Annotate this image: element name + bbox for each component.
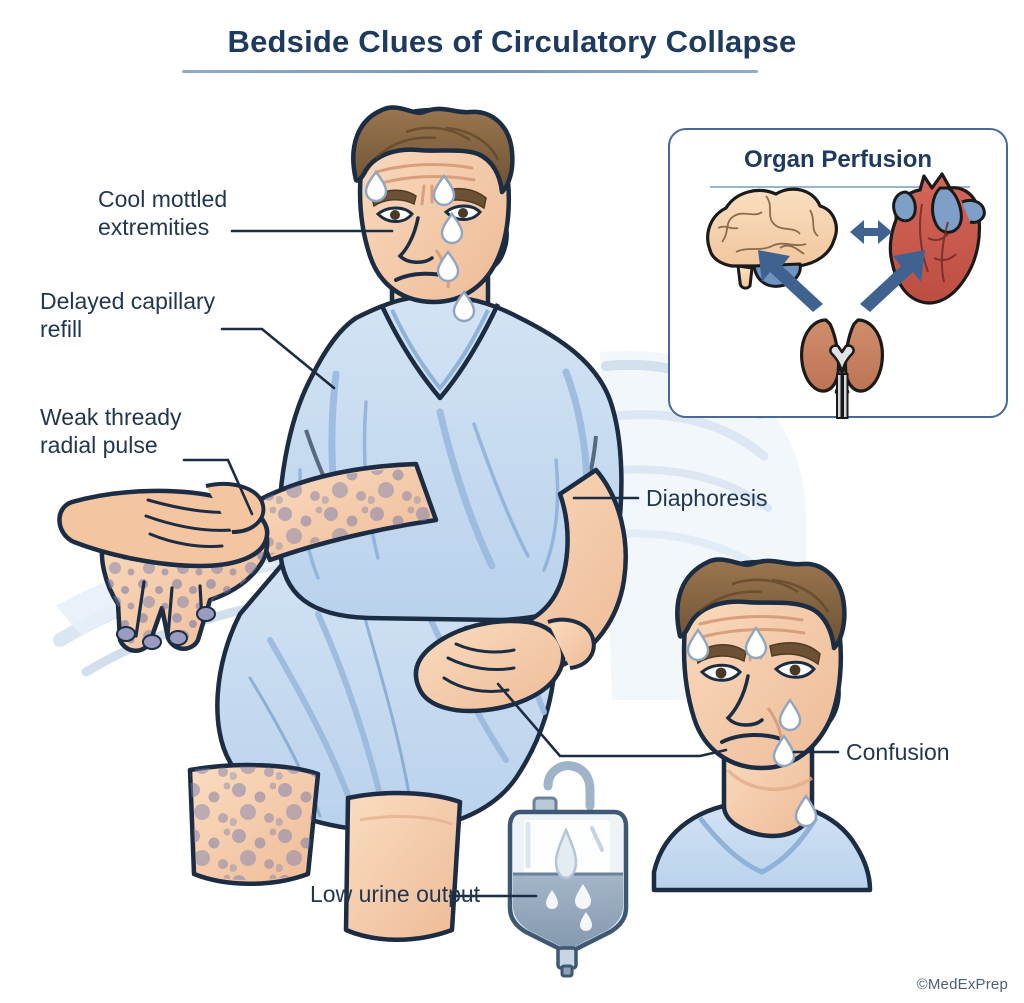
label-confusion: Confusion	[846, 739, 950, 765]
page-title: Bedside Clues of Circulatory Collapse	[227, 24, 797, 59]
label-cool-mottled-extremities: Cool mottled extremities	[98, 186, 228, 240]
urine-drainage-bag	[507, 761, 629, 978]
panel-title-underline	[710, 186, 970, 188]
brain-icon	[706, 187, 838, 290]
perfusion-arrows	[758, 220, 925, 312]
inset-head-confusion	[651, 557, 873, 893]
panel-title: Organ Perfusion	[743, 146, 933, 173]
label-delayed-capillary-refill: Delayed capillary refill	[40, 288, 216, 342]
arrow-brain-heart	[850, 220, 892, 244]
sweat-drops-inset	[686, 625, 818, 828]
label-weak-thready-radial-pulse: Weak thready radial pulse	[40, 404, 182, 458]
kidneys-icon	[800, 318, 884, 419]
arrow-kidneys-heart	[860, 250, 925, 312]
copyright-notice: ©MedExPrep	[916, 976, 1008, 993]
leader-delayed-refill	[220, 327, 336, 390]
label-low-urine-output: Low urine output	[310, 881, 481, 907]
arrow-kidneys-brain	[758, 250, 823, 312]
page-title-wrap: Bedside Clues of Circulatory Collapse	[0, 24, 1024, 69]
heart-icon	[888, 172, 986, 305]
leader-lines	[182, 229, 840, 898]
organ-perfusion-diagram	[706, 172, 986, 419]
sweat-drops-main	[364, 169, 476, 323]
patient-right-arm	[413, 467, 628, 714]
label-diaphoresis: Diaphoresis	[646, 485, 768, 511]
leader-confusion-body	[496, 682, 728, 758]
organ-perfusion-panel: Organ Perfusion	[668, 128, 1008, 419]
leader-weak-pulse	[182, 458, 254, 516]
patient-head	[351, 105, 515, 323]
title-underline	[182, 70, 758, 73]
mottled-knee	[190, 766, 316, 881]
